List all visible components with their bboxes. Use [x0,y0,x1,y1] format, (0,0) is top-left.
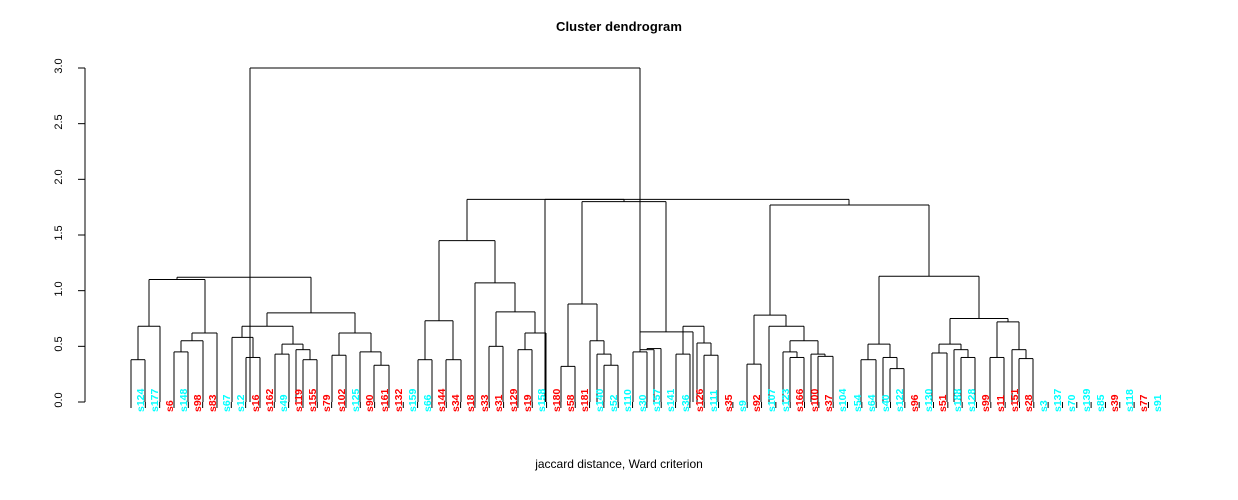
leaf-label: s104 [837,388,850,412]
leaf-label: s31 [493,394,506,412]
leaf-label: s90 [364,394,377,412]
leaf-label: s126 [693,388,706,412]
leaf-label: s12 [235,394,248,412]
leaf-label: s157 [650,388,663,412]
leaf-label: s137 [1052,388,1065,412]
x-axis-caption: jaccard distance, Ward criterion [535,457,703,471]
leaf-label: s91 [1152,394,1165,412]
leaf-label: s79 [321,394,334,412]
leaf-label: s54 [851,394,864,412]
leaf-label: s130 [923,388,936,412]
leaf-label: s37 [822,394,835,412]
leaf-label: s181 [579,388,592,412]
page-title: Cluster dendrogram [555,19,683,34]
leaf-label: s111 [708,389,721,412]
y-tick-label: 1.5 [53,225,65,241]
leaf-label: s3 [1037,400,1050,412]
leaf-label: s77 [1138,394,1151,412]
leaf-label: s64 [865,394,878,412]
leaf-label: s19 [521,394,534,412]
leaf-label: s107 [765,388,778,412]
leaf-label: s6 [163,400,176,412]
leaf-ticks [130,402,1149,408]
leaf-label: s16 [249,394,262,412]
leaf-label: s85 [1095,394,1108,412]
leaf-label: s166 [794,388,807,412]
dendrogram-tree [130,67,1034,402]
leaf-label: s30 [636,394,649,412]
leaf-label: s92 [751,394,764,412]
leaf-label: s140 [593,388,606,412]
leaf-label: s125 [349,388,362,412]
leaf-label: s119 [292,389,305,412]
leaf-label: s70 [1066,394,1079,412]
leaf-label: s98 [192,394,205,412]
leaf-label: s11 [994,395,1007,412]
leaf-label: s83 [206,394,219,412]
leaf-label: s177 [149,388,162,412]
leaf-label: s99 [980,394,993,412]
leaf-label: s123 [779,388,792,412]
leaf-label: s162 [263,388,276,412]
leaf-label: s100 [808,388,821,412]
leaf-label: s158 [536,388,549,412]
leaf-label: s144 [435,388,448,412]
y-tick-label: 2.5 [53,114,65,130]
leaf-label: s96 [908,394,921,412]
leaf-label: s36 [679,394,692,412]
leaf-label: s34 [450,394,463,412]
leaf-label: s18 [464,394,477,412]
leaf-label: s58 [564,394,577,412]
y-tick-label: 1.0 [53,281,65,297]
leaf-label: s159 [407,388,420,412]
y-tick-label: 2.0 [53,169,65,185]
leaf-label: s33 [478,394,491,412]
leaf-label: s141 [665,388,678,412]
leaf-label: s9 [736,400,749,412]
leaf-label: s148 [177,388,190,412]
leaf-label: s161 [378,388,391,412]
leaf-label: s51 [937,394,950,412]
y-axis [78,67,86,403]
leaf-label: s139 [1080,388,1093,412]
leaf-label: s49 [278,394,291,412]
leaf-label: s102 [335,388,348,412]
leaf-label: s110 [622,389,635,412]
leaf-label: s155 [306,388,319,412]
leaf-label: s122 [894,388,907,412]
y-tick-label: 3.0 [53,58,65,74]
leaf-label: s180 [550,388,563,412]
leaf-label: s124 [135,388,147,412]
leaf-label: s66 [421,394,434,412]
leaf-label: s35 [722,394,735,412]
leaf-label: s188 [951,388,964,412]
leaf-label: s40 [880,394,893,412]
leaf-label: s128 [966,388,979,412]
leaf-label: s67 [220,394,233,412]
leaf-label: s52 [607,394,620,412]
y-tick-label: 0.5 [53,336,65,352]
y-tick-label: 0.0 [53,392,65,408]
leaf-label: s118 [1123,389,1136,412]
leaf-label: s132 [392,388,405,412]
leaf-label: s28 [1023,394,1036,412]
leaf-label: s129 [507,388,520,412]
leaf-label: s151 [1009,388,1022,412]
leaf-label: s39 [1109,394,1122,412]
